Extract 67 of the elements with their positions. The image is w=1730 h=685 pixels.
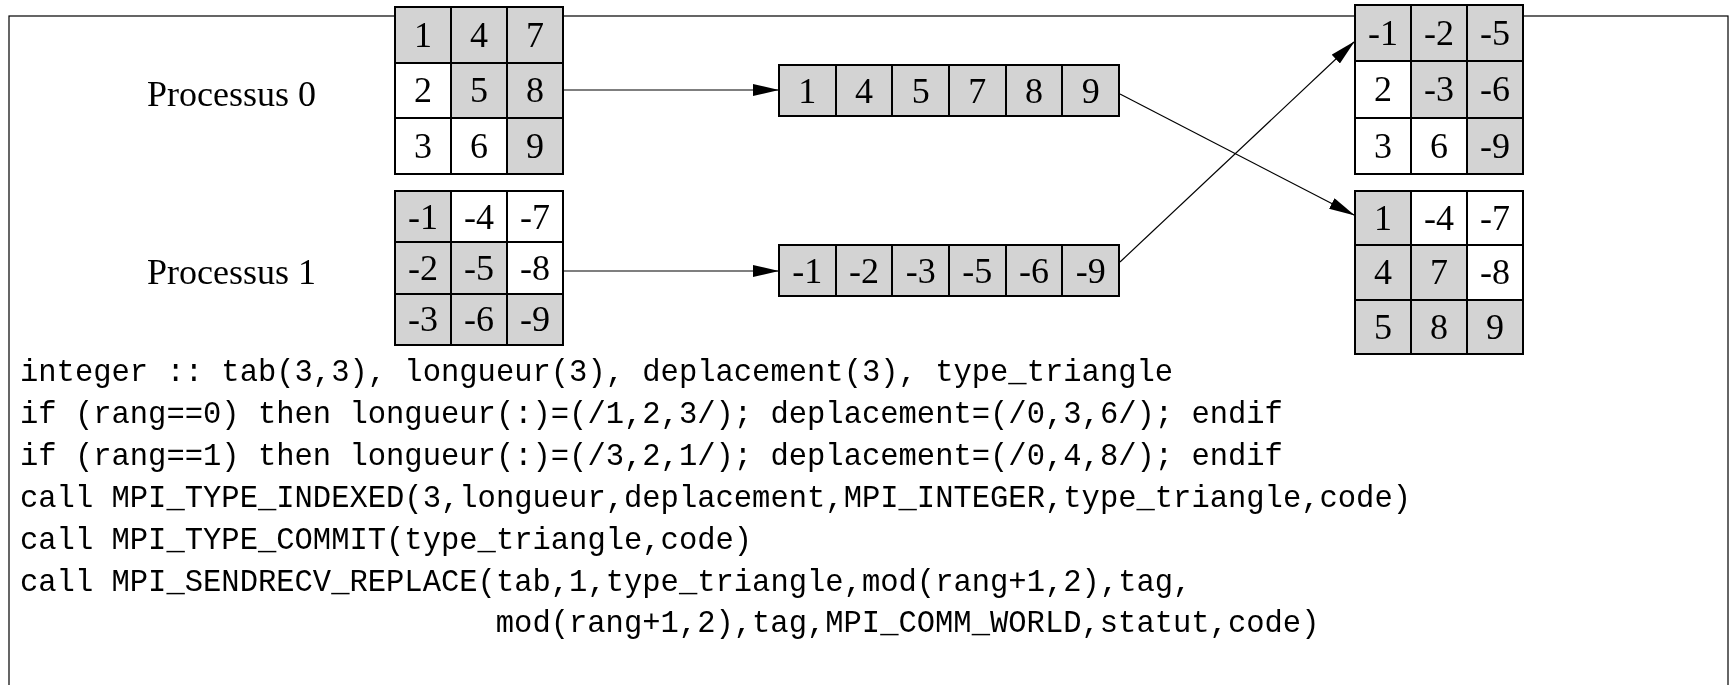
matrix-cell: -5 [1467, 5, 1523, 62]
matrix-cell: 4 [451, 7, 507, 63]
matrix-cell: -8 [507, 242, 563, 294]
matrix-cell: 5 [892, 65, 949, 116]
code-line: call MPI_TYPE_INDEXED(3,longueur,deplacement,MPI_INTEGER,type_triangle,code) [20, 482, 1412, 516]
matrix-cell: -2 [1411, 5, 1467, 62]
matrix-cell: 8 [507, 62, 563, 119]
matrix-cell: -6 [451, 293, 507, 345]
code-line: if (rang==0) then longueur(:)=(/1,2,3/); deplacement=(/0,3,6/); endif [20, 398, 1283, 432]
matrix-grid [1354, 4, 1524, 175]
arrow [1119, 41, 1355, 263]
matrix-cell: -5 [451, 242, 507, 294]
matrix-cell: 7 [949, 65, 1006, 116]
buffer-row [778, 244, 1120, 297]
process-label: Processus 1 [147, 251, 316, 293]
arrow [563, 265, 779, 277]
matrix-cell: 8 [1005, 65, 1063, 116]
matrix-cell: -9 [1062, 245, 1119, 296]
process-label: Processus 0 [147, 73, 316, 115]
matrix-cell: -1 [779, 245, 836, 296]
matrix-cell: -3 [892, 245, 949, 296]
matrix-cell: -4 [451, 191, 507, 243]
matrix-cell: -6 [1467, 61, 1523, 118]
arrow [1119, 93, 1355, 216]
matrix-grid [1354, 190, 1524, 355]
code-line: mod(rang+1,2),tag,MPI_COMM_WORLD,statut,code) [495, 607, 1320, 641]
matrix-cell: -5 [949, 245, 1006, 296]
matrix-cell: 8 [1411, 299, 1467, 354]
matrix-cell: 7 [507, 7, 563, 63]
matrix-cell: -9 [507, 293, 563, 345]
arrow [563, 84, 779, 96]
matrix-cell: -1 [1355, 5, 1411, 62]
matrix-cell: 6 [1411, 117, 1467, 174]
matrix-cell: 1 [395, 7, 451, 63]
matrix-cell: 9 [1467, 299, 1523, 354]
matrix-cell: 9 [507, 118, 563, 174]
matrix-cell: 6 [451, 118, 507, 174]
matrix-cell: 2 [1355, 61, 1411, 118]
matrix-cell: -4 [1411, 191, 1467, 246]
code-line: integer :: tab(3,3), longueur(3), deplacement(3), type_triangle [20, 356, 1174, 390]
matrix-cell: -3 [1411, 61, 1467, 118]
matrix-cell: 5 [451, 62, 507, 119]
matrix-grid [394, 6, 564, 175]
matrix-cell: -7 [1467, 191, 1523, 246]
matrix-cell: 3 [1355, 117, 1411, 174]
matrix-cell: -6 [1005, 245, 1063, 296]
matrix-cell: -8 [1467, 245, 1523, 300]
matrix-cell: 4 [1355, 245, 1411, 300]
matrix-cell: 1 [779, 65, 836, 116]
buffer-row [778, 64, 1120, 117]
matrix-cell: 4 [835, 65, 893, 116]
code-line: if (rang==1) then longueur(:)=(/3,2,1/); deplacement=(/0,4,8/); endif [20, 440, 1283, 474]
matrix-cell: 1 [1355, 191, 1411, 246]
matrix-cell: -2 [395, 242, 451, 294]
code-line: call MPI_SENDRECV_REPLACE(tab,1,type_triangle,mod(rang+1,2),tag, [20, 566, 1192, 600]
matrix-cell: -7 [507, 191, 563, 243]
matrix-cell: -1 [395, 191, 451, 243]
code-line: call MPI_TYPE_COMMIT(type_triangle,code) [20, 524, 753, 558]
matrix-cell: 7 [1411, 245, 1467, 300]
matrix-cell: -3 [395, 293, 451, 345]
matrix-cell: 5 [1355, 299, 1411, 354]
matrix-cell: 3 [395, 118, 451, 174]
matrix-grid [394, 190, 564, 346]
matrix-cell: 9 [1062, 65, 1119, 116]
matrix-cell: 2 [395, 62, 451, 119]
matrix-cell: -9 [1467, 117, 1523, 174]
matrix-cell: -2 [835, 245, 893, 296]
